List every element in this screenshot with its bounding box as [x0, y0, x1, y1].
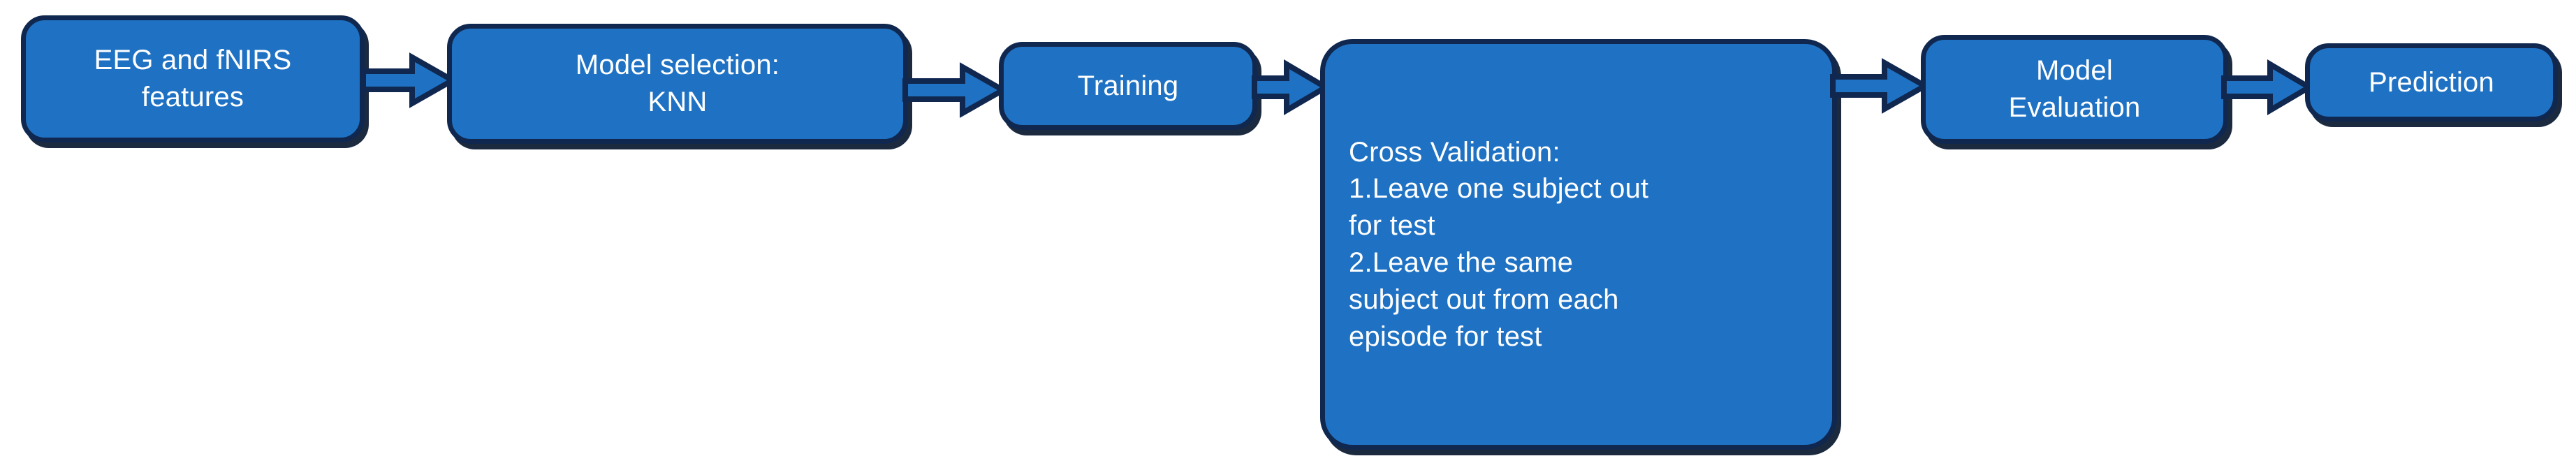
arrow-cross-validation-to-model-evaluation [1830, 58, 1931, 114]
node-prediction[interactable]: Prediction [2305, 43, 2558, 122]
arrow-training-to-cross-validation [1252, 59, 1331, 115]
node-training[interactable]: Training [999, 42, 1257, 130]
node-eeg-fnirs-features[interactable]: EEG and fNIRS features [21, 15, 365, 142]
node-label: EEG and fNIRS features [94, 45, 292, 112]
node-label: Model selection: KNN [575, 50, 780, 117]
node-label: Model Evaluation [2008, 55, 2141, 123]
node-model-selection[interactable]: Model selection: KNN [447, 24, 908, 144]
node-label: Training [1077, 70, 1179, 101]
arrow-model-selection-to-training [902, 62, 1009, 118]
node-cross-validation[interactable]: Cross Validation: 1.Leave one subject ou… [1320, 39, 1837, 450]
node-label: Cross Validation: 1.Leave one subject ou… [1349, 136, 1649, 352]
arrow-model-evaluation-to-prediction [2221, 59, 2315, 115]
arrow-features-to-model-selection [360, 52, 459, 108]
node-model-evaluation[interactable]: Model Evaluation [1921, 35, 2228, 144]
node-label: Prediction [2369, 66, 2494, 98]
